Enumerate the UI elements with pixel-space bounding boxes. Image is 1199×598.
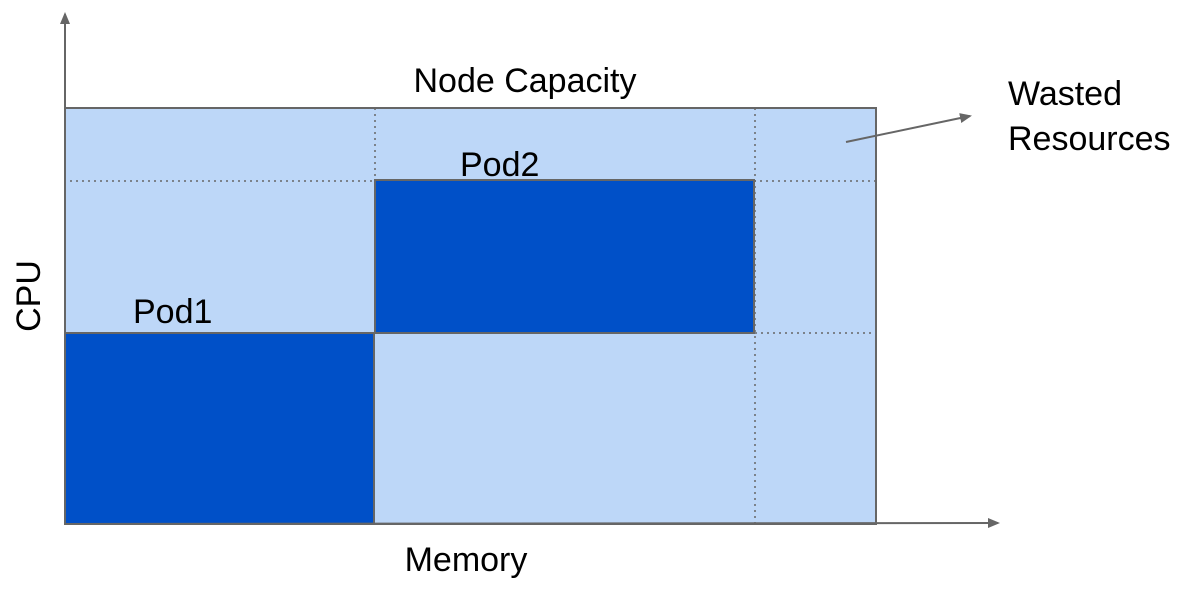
node-capacity-label: Node Capacity [413,62,636,100]
pod1-block [64,332,375,525]
memory-axis-label: Memory [405,541,528,579]
wasted-label-line1: Wasted [1008,75,1122,113]
wasted-label-line2: Resources [1008,120,1171,158]
pod2-block [374,179,755,334]
cpu-axis-label: CPU [10,260,48,332]
pod2-label: Pod2 [460,146,539,184]
wasted-resources-arrow [845,113,972,143]
x-axis [64,518,1000,529]
pod1-label: Pod1 [133,293,212,331]
